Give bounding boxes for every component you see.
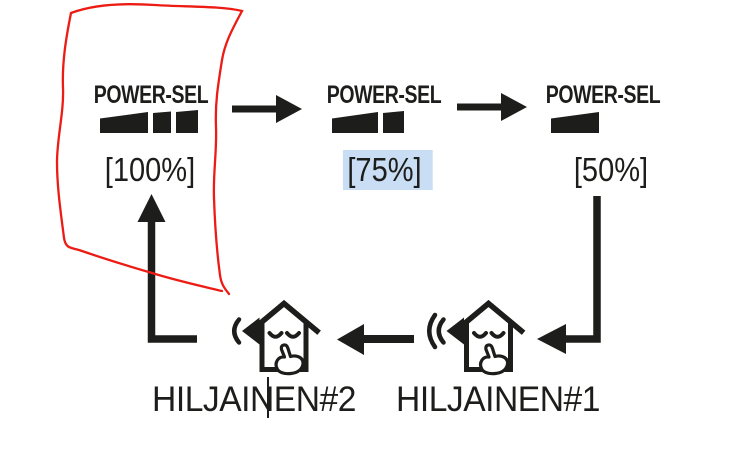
power-value-100: [100%]: [104, 151, 196, 188]
arrow-left: [337, 324, 414, 355]
text-cursor: [267, 377, 269, 418]
arrow-left-up: [137, 194, 197, 343]
arrow-right-1: [232, 95, 302, 123]
power-bar-100: [100, 110, 198, 133]
arrow-right-2: [457, 93, 527, 121]
power-sel-label-3: POWER-SEL: [545, 81, 661, 109]
power-sel-label-2: POWER-SEL: [326, 81, 442, 109]
arrow-down-left: [537, 196, 601, 354]
selected-text[interactable]: [75%]: [342, 150, 434, 190]
power-bar-50: [551, 112, 599, 133]
power-value-75: [75%]: [342, 150, 434, 190]
red-annotation-circle: [55, 2, 244, 296]
power-bar-75: [332, 111, 404, 133]
quiet-mode-1-label: HILJAINEN#1: [396, 380, 600, 419]
quiet-house-2-icon: [232, 317, 242, 345]
quiet-mode-2-label[interactable]: HILJAINEN#2: [152, 380, 356, 419]
power-sel-label-1: POWER-SEL: [93, 81, 209, 109]
quiet-house-1-icon: [427, 304, 521, 374]
power-value-50: [50%]: [573, 151, 649, 188]
